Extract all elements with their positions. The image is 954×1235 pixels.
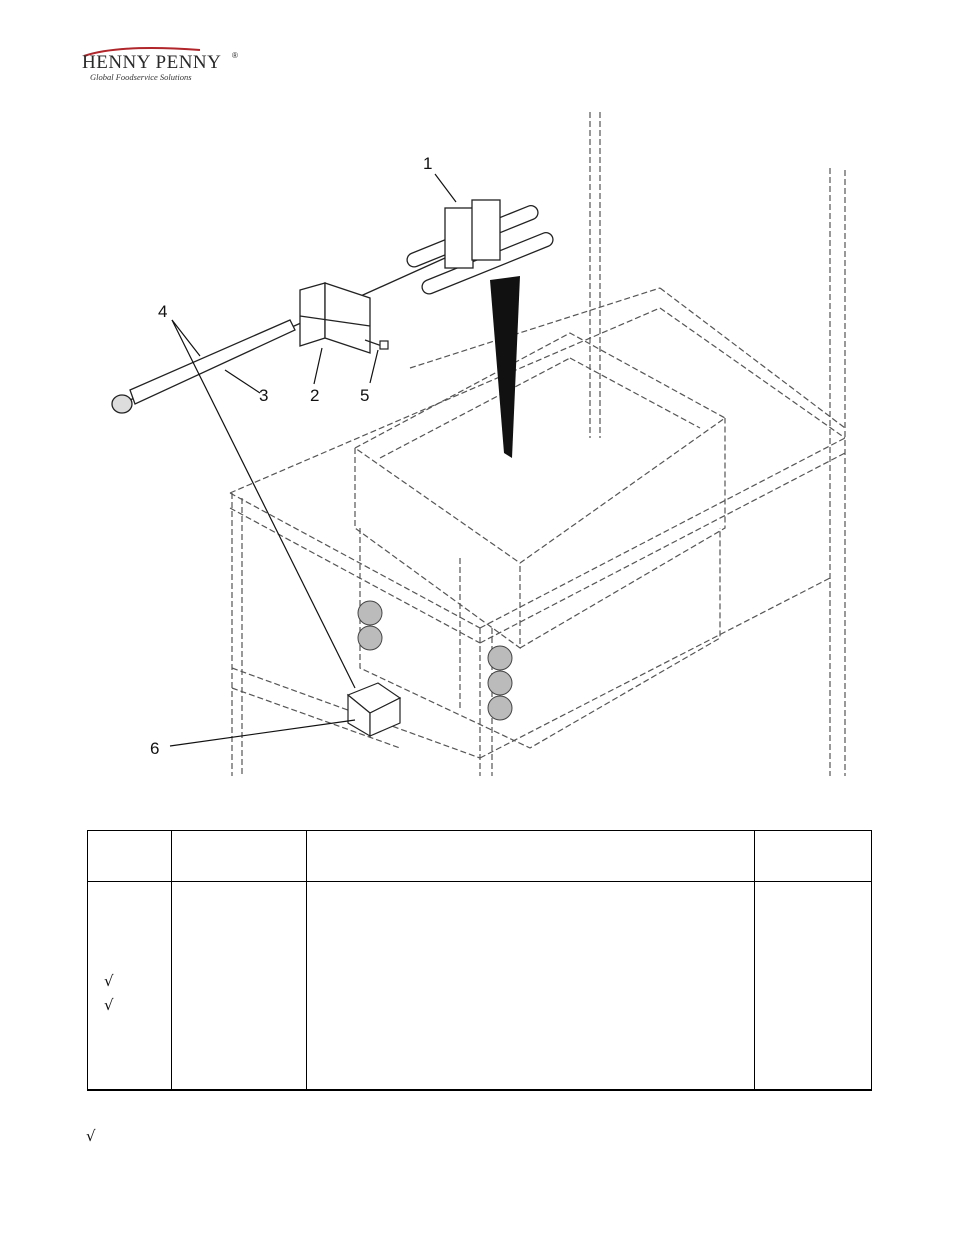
table-left-border (87, 830, 88, 1091)
exploded-view-drawing (111, 112, 846, 776)
callout-4: 4 (158, 302, 168, 321)
table-col-divider-3 (754, 830, 755, 1091)
row-check-mark: √ (104, 996, 114, 1014)
svg-text:®: ® (232, 51, 238, 60)
henny-penny-logo: HENNY PENNY ® Global Foodservice Solutio… (82, 47, 238, 82)
svg-text:Global Foodservice Solutions: Global Foodservice Solutions (90, 72, 192, 82)
footnote-mark: √ (86, 1127, 96, 1145)
callout-3: 3 (259, 386, 269, 405)
table-col-divider-2 (306, 830, 307, 1091)
callout-1: 1 (423, 154, 433, 173)
row-check-mark: √ (104, 972, 114, 990)
callout-6: 6 (150, 739, 160, 758)
svg-text:HENNY PENNY: HENNY PENNY (82, 52, 221, 73)
callout-5: 5 (360, 386, 370, 405)
table-header-rule (87, 881, 872, 882)
parts-table (87, 830, 872, 1092)
table-top-rule (87, 830, 872, 831)
callout-2: 2 (310, 386, 320, 405)
table-col-divider-1 (171, 830, 172, 1091)
table-bottom-rule (87, 1089, 872, 1091)
table-right-border (871, 830, 872, 1091)
